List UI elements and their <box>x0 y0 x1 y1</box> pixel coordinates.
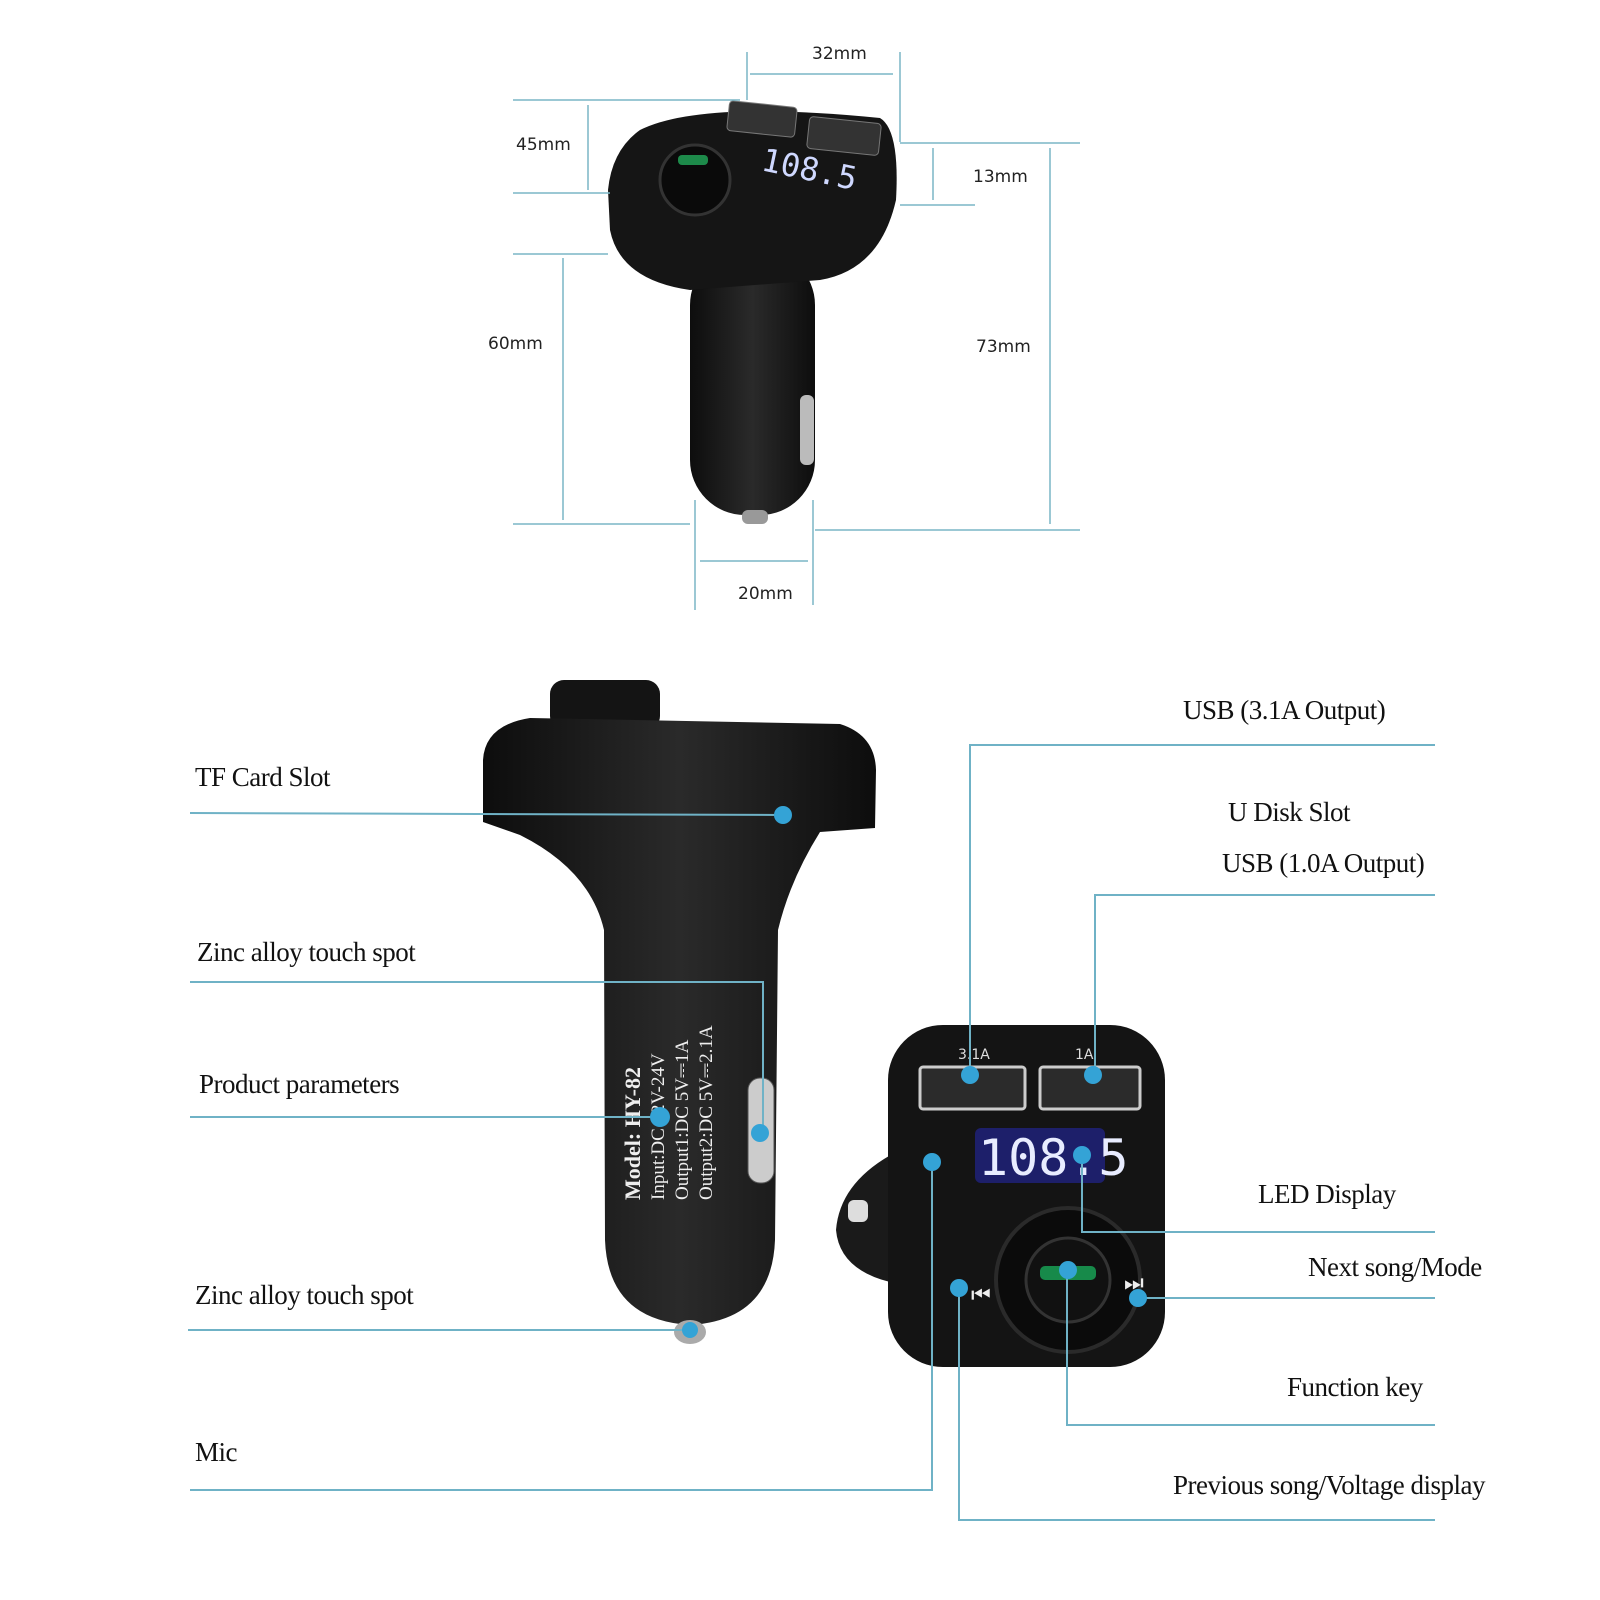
dot-mic <box>923 1153 941 1171</box>
usb-right-label: 1A <box>1075 1047 1094 1063</box>
param-output2: Output2:DC 5V⎓2.1A <box>696 1025 717 1200</box>
dim-total-length: 73mm <box>976 337 1031 357</box>
dot-usb-31 <box>961 1066 979 1084</box>
previous-icon: ⏮ <box>971 1283 991 1308</box>
label-led-display: LED Display <box>1258 1179 1396 1209</box>
dot-tf-card <box>774 806 792 824</box>
dimension-lines <box>513 52 1080 610</box>
label-next-song: Next song/Mode <box>1308 1252 1482 1282</box>
callout-dots <box>650 806 1147 1338</box>
dot-zinc-bottom <box>682 1322 698 1338</box>
dot-zinc-top <box>751 1124 769 1142</box>
side-device: Model: HY-82 Input:DC 12V-24V Output1:DC… <box>483 680 876 1344</box>
label-zinc-touch-top: Zinc alloy touch spot <box>197 937 416 967</box>
usb-left-label: 3.1A <box>958 1047 990 1063</box>
dim-width-top: 32mm <box>812 44 867 64</box>
label-u-disk-slot: U Disk Slot <box>1228 797 1351 827</box>
label-mic: Mic <box>195 1437 238 1467</box>
dot-led <box>1073 1146 1091 1164</box>
label-previous-song: Previous song/Voltage display <box>1173 1470 1486 1500</box>
label-zinc-touch-bottom: Zinc alloy touch spot <box>195 1280 414 1310</box>
callout-lines <box>188 744 1435 1521</box>
label-tf-card-slot: TF Card Slot <box>195 762 331 792</box>
front-device: 3.1A 1A 108.5 ⏭ <box>836 1025 1165 1367</box>
led-display-text: 108.5 <box>978 1129 1129 1187</box>
label-product-parameters: Product parameters <box>199 1069 400 1099</box>
label-usb-31: USB (3.1A Output) <box>1183 695 1386 725</box>
dot-prev <box>950 1279 968 1297</box>
dot-params <box>650 1107 670 1127</box>
label-function-key: Function key <box>1287 1372 1423 1402</box>
dim-head-height: 45mm <box>516 135 571 155</box>
dot-function <box>1059 1261 1077 1279</box>
dim-port-depth: 13mm <box>973 167 1028 187</box>
dim-stem-width: 20mm <box>738 584 793 604</box>
top-device: 108.5 <box>608 100 897 524</box>
dot-usb-10 <box>1084 1066 1102 1084</box>
dot-next <box>1129 1289 1147 1307</box>
label-usb-10: USB (1.0A Output) <box>1222 848 1425 878</box>
dim-stem-length: 60mm <box>488 334 543 354</box>
param-output1: Output1:DC 5V⎓1A <box>672 1039 693 1200</box>
param-model: Model: HY-82 <box>620 1067 645 1200</box>
